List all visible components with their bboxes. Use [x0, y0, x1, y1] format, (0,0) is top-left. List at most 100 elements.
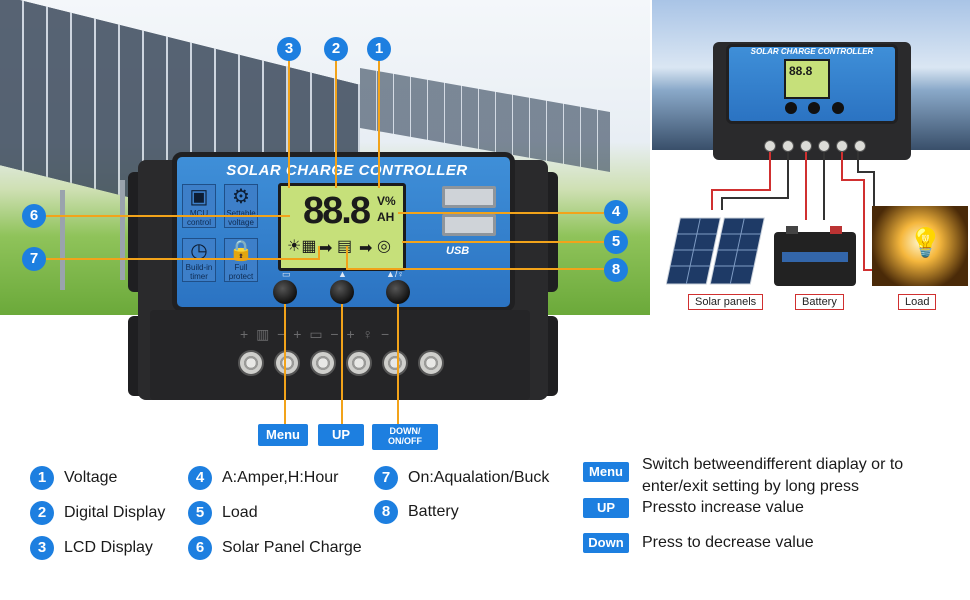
callout-8: 8	[604, 258, 628, 282]
callout-5: 5	[604, 230, 628, 254]
chip-icon: ▣	[189, 186, 209, 208]
panel-pole	[120, 180, 125, 280]
leader-line-menu	[284, 304, 286, 426]
legend-item-8: 8 Battery	[374, 500, 459, 524]
legend-item-6: 6 Solar Panel Charge	[188, 536, 362, 560]
tile-label: Settable voltage	[226, 209, 256, 227]
down-button[interactable]	[386, 280, 410, 304]
legend-num: 8	[374, 500, 398, 524]
lcd-unit-amp-hour: AH	[377, 210, 395, 224]
bulb-icon: 💡	[908, 227, 943, 258]
leader-line-2	[335, 60, 337, 188]
label-battery: Battery	[795, 294, 844, 310]
legend-text: Voltage	[64, 469, 118, 486]
solar-panel-icon: ☀▦	[287, 238, 317, 255]
leader-line-8-riser	[346, 246, 348, 270]
leader-line-6	[42, 215, 290, 217]
lock-icon: 🔒	[228, 240, 254, 262]
usb-port-2[interactable]	[442, 214, 496, 236]
legend-item-7: 7 On:Aqualation/Buck	[374, 466, 549, 490]
leader-line-7	[42, 258, 320, 260]
legend-num: 6	[188, 536, 212, 560]
tile-build-in-timer: ◷ Build-in timer	[182, 238, 216, 282]
mini-screw	[836, 140, 848, 152]
mini-knob	[785, 102, 797, 114]
legend-item-4: 4 A:Amper,H:Hour	[188, 466, 338, 490]
legend-num: 4	[188, 466, 212, 490]
menu-tag: Menu	[258, 424, 308, 446]
solar-panels-image	[666, 217, 765, 285]
arrow-right-icon: ➡	[319, 240, 333, 257]
terminal-screw[interactable]	[274, 350, 300, 376]
legend-text: A:Amper,H:Hour	[222, 469, 339, 486]
legend-text: Battery	[408, 503, 459, 520]
key-desc-menu: Switch betweendifferent diaplay or to en…	[642, 454, 962, 498]
usb-logo: USB	[446, 245, 470, 257]
tile-full-protect: 🔒 Full protect	[224, 238, 258, 282]
terminal-screw[interactable]	[310, 350, 336, 376]
callout-6: 6	[22, 204, 46, 228]
callout-2: 2	[324, 37, 348, 61]
mini-controller-title: SOLAR CHARGE CONTROLLER	[750, 47, 874, 56]
mini-screw	[818, 140, 830, 152]
callout-4: 4	[604, 200, 628, 224]
controller-title: SOLAR CHARGE CONTROLLER	[226, 162, 468, 179]
mini-lcd: 88.8	[784, 59, 830, 99]
battery-icon: ▤	[337, 238, 353, 255]
down-tag: DOWN/ ON/OFF	[372, 424, 438, 450]
legend-item-5: 5 Load	[188, 501, 258, 525]
up-symbol-icon: ▲	[338, 269, 347, 279]
key-tag-menu: Menu	[583, 462, 629, 482]
down-tag-line1: DOWN/	[389, 426, 421, 436]
battery-image	[774, 226, 856, 286]
legend-text: Digital Display	[64, 504, 166, 521]
mini-screw	[854, 140, 866, 152]
key-desc-line: enter/exit setting by long press	[642, 478, 860, 495]
legend-item-1: 1 Voltage	[30, 466, 117, 490]
terminal-screw[interactable]	[382, 350, 408, 376]
mini-screw	[800, 140, 812, 152]
panel-pole	[60, 190, 65, 290]
leader-line-3	[288, 60, 290, 188]
lcd-digits: 88.8	[303, 190, 371, 232]
terminal-screw[interactable]	[418, 350, 444, 376]
tile-label: MCU control	[186, 209, 211, 227]
legend-num: 1	[30, 466, 54, 490]
up-tag: UP	[318, 424, 364, 446]
tile-label: Build-in timer	[185, 263, 213, 281]
wire-solar-neg	[721, 152, 789, 210]
key-desc-down: Press to decrease value	[642, 534, 814, 551]
wire-load-pos	[841, 152, 882, 271]
callout-1: 1	[367, 37, 391, 61]
legend-text: On:Aqualation/Buck	[408, 469, 550, 486]
leader-line-8	[346, 268, 604, 270]
legend-num: 7	[374, 466, 398, 490]
leader-line-7-riser	[318, 246, 320, 260]
mini-knob	[832, 102, 844, 114]
leader-line-down	[397, 304, 399, 426]
wire-solar-pos	[711, 152, 771, 210]
terminal-screw[interactable]	[346, 350, 372, 376]
leader-line-up	[341, 304, 343, 426]
lcd-unit-voltage-percent: V%	[377, 194, 396, 208]
mini-knob	[808, 102, 820, 114]
menu-button[interactable]	[273, 280, 297, 304]
legend-item-3: 3 LCD Display	[30, 536, 153, 560]
up-button[interactable]	[330, 280, 354, 304]
legend-num: 2	[30, 501, 54, 525]
arrow-right-icon: ➡	[359, 240, 373, 257]
legend-num: 5	[188, 501, 212, 525]
key-tag-down: Down	[583, 533, 629, 553]
bulb-icon: ◎	[377, 238, 391, 255]
lamp-image: 💡	[872, 206, 968, 286]
clock-icon: ◷	[190, 240, 208, 262]
terminal-block	[150, 310, 530, 400]
leader-line-1	[378, 60, 380, 188]
legend-text: LCD Display	[64, 539, 153, 556]
usb-port-1[interactable]	[442, 186, 496, 208]
terminal-screw[interactable]	[238, 350, 264, 376]
label-solar-panels: Solar panels	[688, 294, 764, 310]
down-symbol-icon: ▲/♀	[386, 269, 405, 279]
mini-screw	[782, 140, 794, 152]
callout-3: 3	[277, 37, 301, 61]
